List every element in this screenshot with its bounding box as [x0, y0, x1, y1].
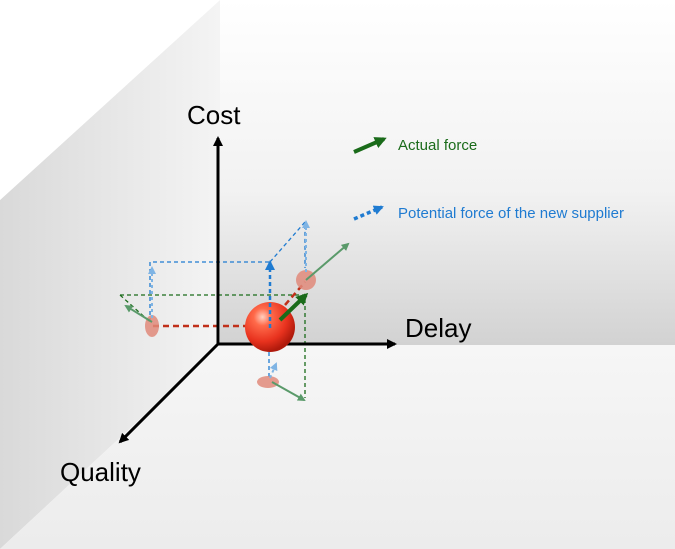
legend-potential-force-label: Potential force of the new supplier [398, 205, 624, 222]
cost-axis-label: Cost [187, 100, 241, 130]
projected-forces [124, 220, 350, 401]
projected-potential-force-arrow [269, 362, 278, 379]
actual-force-arrow [278, 292, 309, 322]
left-wall [0, 0, 220, 549]
ceiling [0, 0, 220, 200]
back-wall [220, 0, 675, 345]
legend-potential-force-icon [353, 205, 384, 221]
projected-actual-force-arrow [124, 304, 153, 323]
delay-axis-label: Delay [405, 313, 471, 343]
blue-guide-line [269, 220, 306, 268]
axes [118, 136, 397, 444]
legend: Actual force Potential force of the new … [353, 137, 624, 222]
legend-actual-force-icon [353, 137, 387, 154]
projected-actual-force-arrow [271, 381, 306, 401]
blue-guide-line [149, 261, 270, 322]
projected-actual-force-arrow [305, 242, 350, 281]
floor [0, 345, 675, 549]
quality-delay-projection [257, 376, 279, 388]
quality-axis [118, 342, 220, 444]
legend-actual-force-label: Actual force [398, 137, 477, 154]
quality-axis-label: Quality [60, 457, 141, 487]
